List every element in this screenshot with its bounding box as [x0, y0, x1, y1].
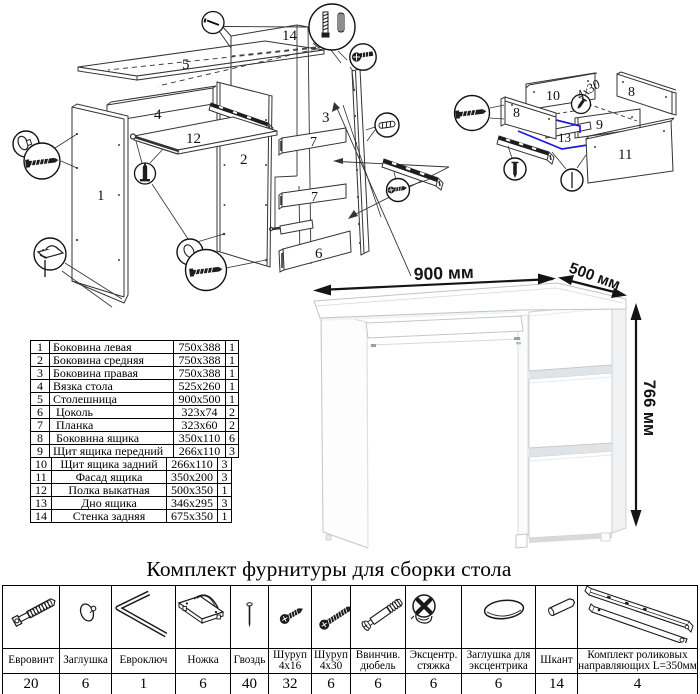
svg-text:4: 4: [154, 107, 162, 123]
svg-text:13: 13: [558, 130, 571, 145]
svg-text:7: 7: [311, 190, 318, 205]
svg-text:8: 8: [628, 85, 635, 100]
svg-text:10: 10: [546, 89, 560, 104]
svg-text:5: 5: [182, 57, 190, 73]
svg-text:6: 6: [315, 246, 323, 262]
svg-text:7: 7: [310, 135, 317, 150]
svg-text:2: 2: [240, 152, 248, 168]
svg-text:3: 3: [322, 110, 330, 126]
svg-text:766 мм: 766 мм: [640, 380, 658, 437]
svg-text:9: 9: [596, 118, 603, 133]
svg-text:900 мм: 900 мм: [413, 262, 474, 284]
svg-text:12: 12: [186, 131, 201, 147]
svg-text:11: 11: [618, 147, 632, 163]
svg-text:8: 8: [513, 106, 520, 121]
svg-text:1: 1: [97, 188, 105, 204]
svg-text:14: 14: [282, 28, 298, 44]
